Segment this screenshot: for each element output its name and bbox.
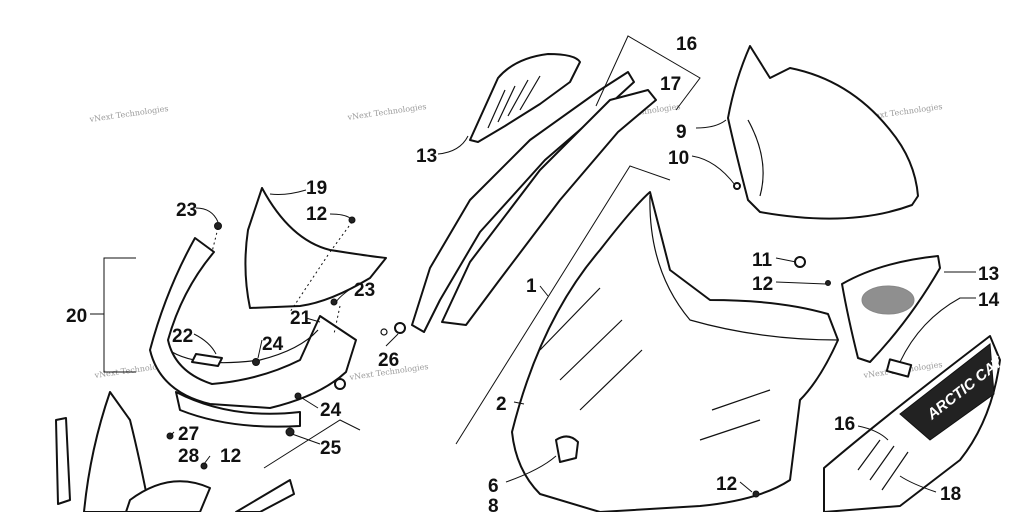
bracket-line <box>595 35 701 111</box>
nose-cone-edge <box>171 329 319 364</box>
watermark: vNext Technologies <box>88 104 169 124</box>
callout-label: 6 <box>488 476 499 497</box>
callout-labels: 16 17 13 9 10 19 23 12 11 12 13 14 20 1 … <box>66 34 1000 512</box>
callout-label: 10 <box>668 148 689 169</box>
bracket-line <box>103 257 136 373</box>
callout-label: 22 <box>172 326 193 347</box>
washer-part <box>334 378 346 390</box>
hood-contour <box>649 194 839 341</box>
badge-clip <box>885 358 913 378</box>
callout-label: 20 <box>66 306 87 327</box>
callout-label: 21 <box>290 308 312 329</box>
callout-label: 13 <box>416 146 437 167</box>
leader-lines <box>90 119 976 493</box>
side-panel-stripes <box>857 439 909 491</box>
screw-part <box>200 462 208 470</box>
emblem-part <box>555 435 579 463</box>
callout-label: 12 <box>220 446 241 467</box>
windshield-edge <box>747 119 764 197</box>
washer-part <box>380 328 388 336</box>
callout-label: 19 <box>306 178 327 199</box>
hood-vents <box>539 287 771 441</box>
callout-label: 28 <box>178 446 199 467</box>
screw-part <box>252 358 260 366</box>
side-trim-part <box>83 391 151 512</box>
callout-label: 16 <box>834 414 855 435</box>
callout-label: 12 <box>752 274 773 295</box>
windshield-part <box>727 45 919 220</box>
hood-part <box>511 191 839 512</box>
lower-panel-part <box>235 479 295 512</box>
bracket-line <box>455 165 671 445</box>
callout-label: 8 <box>488 496 499 512</box>
decal-part <box>191 353 223 367</box>
callout-label: 14 <box>978 290 1000 311</box>
side-strip-part <box>411 71 635 333</box>
callout-label: 12 <box>716 474 737 495</box>
callout-label: 17 <box>660 74 681 95</box>
trim-strip-part <box>55 417 71 505</box>
callout-label: 18 <box>940 484 961 505</box>
side-panel-graphic <box>899 343 995 441</box>
screw-part <box>348 216 356 224</box>
callout-label: 27 <box>178 424 199 445</box>
callout-label: 16 <box>676 34 697 55</box>
hood-strip-part <box>441 89 657 326</box>
callout-label: 9 <box>676 122 687 143</box>
vent-mesh <box>861 285 915 315</box>
screw-part <box>294 392 302 400</box>
callout-label: 13 <box>978 264 999 285</box>
grille-part <box>125 480 211 512</box>
callout-label: 23 <box>354 280 375 301</box>
clip-part <box>794 256 806 268</box>
vent-cover-slats <box>487 75 541 129</box>
watermark: vNext Technologies <box>346 102 427 122</box>
rivet-part <box>733 182 741 190</box>
screw-part <box>330 298 338 306</box>
callout-label: 2 <box>496 394 507 415</box>
upper-cowl-part <box>244 187 387 309</box>
vent-cover-part <box>469 53 581 143</box>
callout-label: 25 <box>320 438 342 459</box>
callout-label: 11 <box>752 250 773 271</box>
callout-label: 12 <box>306 204 327 225</box>
screw-part <box>825 280 831 286</box>
screw-part <box>752 490 760 498</box>
lower-lip-part <box>175 391 301 428</box>
washer-part <box>394 322 406 334</box>
bracket-line <box>263 419 361 469</box>
callout-label: 26 <box>378 350 399 371</box>
callout-label: 23 <box>176 200 197 221</box>
callout-label: 1 <box>526 276 537 297</box>
callout-label: 24 <box>262 334 284 355</box>
callout-label: 24 <box>320 400 342 421</box>
nose-cone-part <box>149 237 357 409</box>
